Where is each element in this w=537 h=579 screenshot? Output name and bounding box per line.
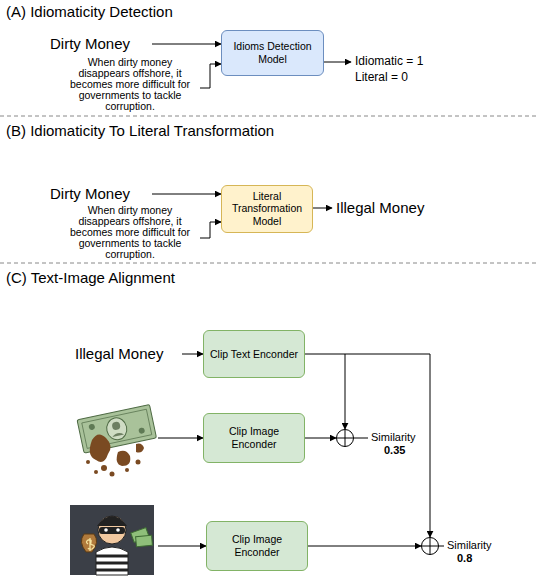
- output-text: Illegal Money: [336, 199, 466, 216]
- section-heading: (A) Idiomaticity Detection: [6, 3, 406, 20]
- similarity-score: 0.8: [457, 552, 517, 565]
- box-text: Clip Text Enconder: [206, 348, 302, 361]
- thief-illustration: [70, 505, 154, 575]
- similarity-score: 0.35: [384, 444, 444, 457]
- dirt-splatter: [86, 434, 144, 476]
- box-text: Idioms Detection Model: [222, 40, 323, 65]
- output-label: Idiomatic = 1: [355, 55, 475, 69]
- idiom-text: Dirty Money: [50, 185, 160, 202]
- section-heading: (C) Text-Image Alignment: [6, 269, 406, 286]
- context-sentence: When dirty money disappears offshore, it…: [62, 205, 198, 260]
- input-arrow: [182, 354, 203, 355]
- output-label: Literal = 0: [355, 71, 475, 85]
- text-feature-arrow: [345, 354, 346, 429]
- model-box: Idioms Detection Model: [221, 30, 324, 76]
- input-arrow: [200, 222, 221, 238]
- input-arrow: [152, 44, 221, 45]
- similarity-label: Similarity: [371, 431, 451, 444]
- input-arrow: [152, 194, 221, 195]
- output-arrow: [323, 62, 351, 63]
- image-feature-arrow: [307, 546, 421, 547]
- context-sentence: When dirty money disappears offshore, it…: [62, 57, 198, 112]
- input-arrow: [158, 546, 206, 547]
- box-text: Clip Image Enconder: [207, 533, 307, 558]
- similarity-label: Similarity: [447, 539, 527, 552]
- section-heading: (B) Idiomaticity To Literal Transformati…: [6, 122, 506, 139]
- text-feature-arrow: [304, 354, 430, 537]
- box-text: Clip Image Enconder: [204, 425, 304, 450]
- input-arrow: [158, 438, 203, 439]
- similarity-line: [439, 546, 444, 547]
- box-text: Literal Transformation Model: [222, 190, 312, 228]
- idiom-text: Dirty Money: [50, 35, 160, 52]
- input-text: Illegal Money: [75, 345, 185, 362]
- input-arrow: [200, 64, 221, 88]
- encoder-box: Clip Image Enconder: [203, 413, 305, 463]
- output-arrow: [312, 208, 332, 209]
- encoder-box: Clip Image Enconder: [206, 521, 308, 571]
- model-box: Literal Transformation Model: [221, 185, 313, 233]
- similarity-line: [354, 438, 368, 439]
- dollar-bill-illustration: [77, 404, 156, 453]
- image-feature-arrow: [304, 438, 336, 439]
- section-separator: [0, 116, 537, 263]
- encoder-box: Clip Text Enconder: [203, 330, 305, 378]
- arrows: [152, 44, 444, 546]
